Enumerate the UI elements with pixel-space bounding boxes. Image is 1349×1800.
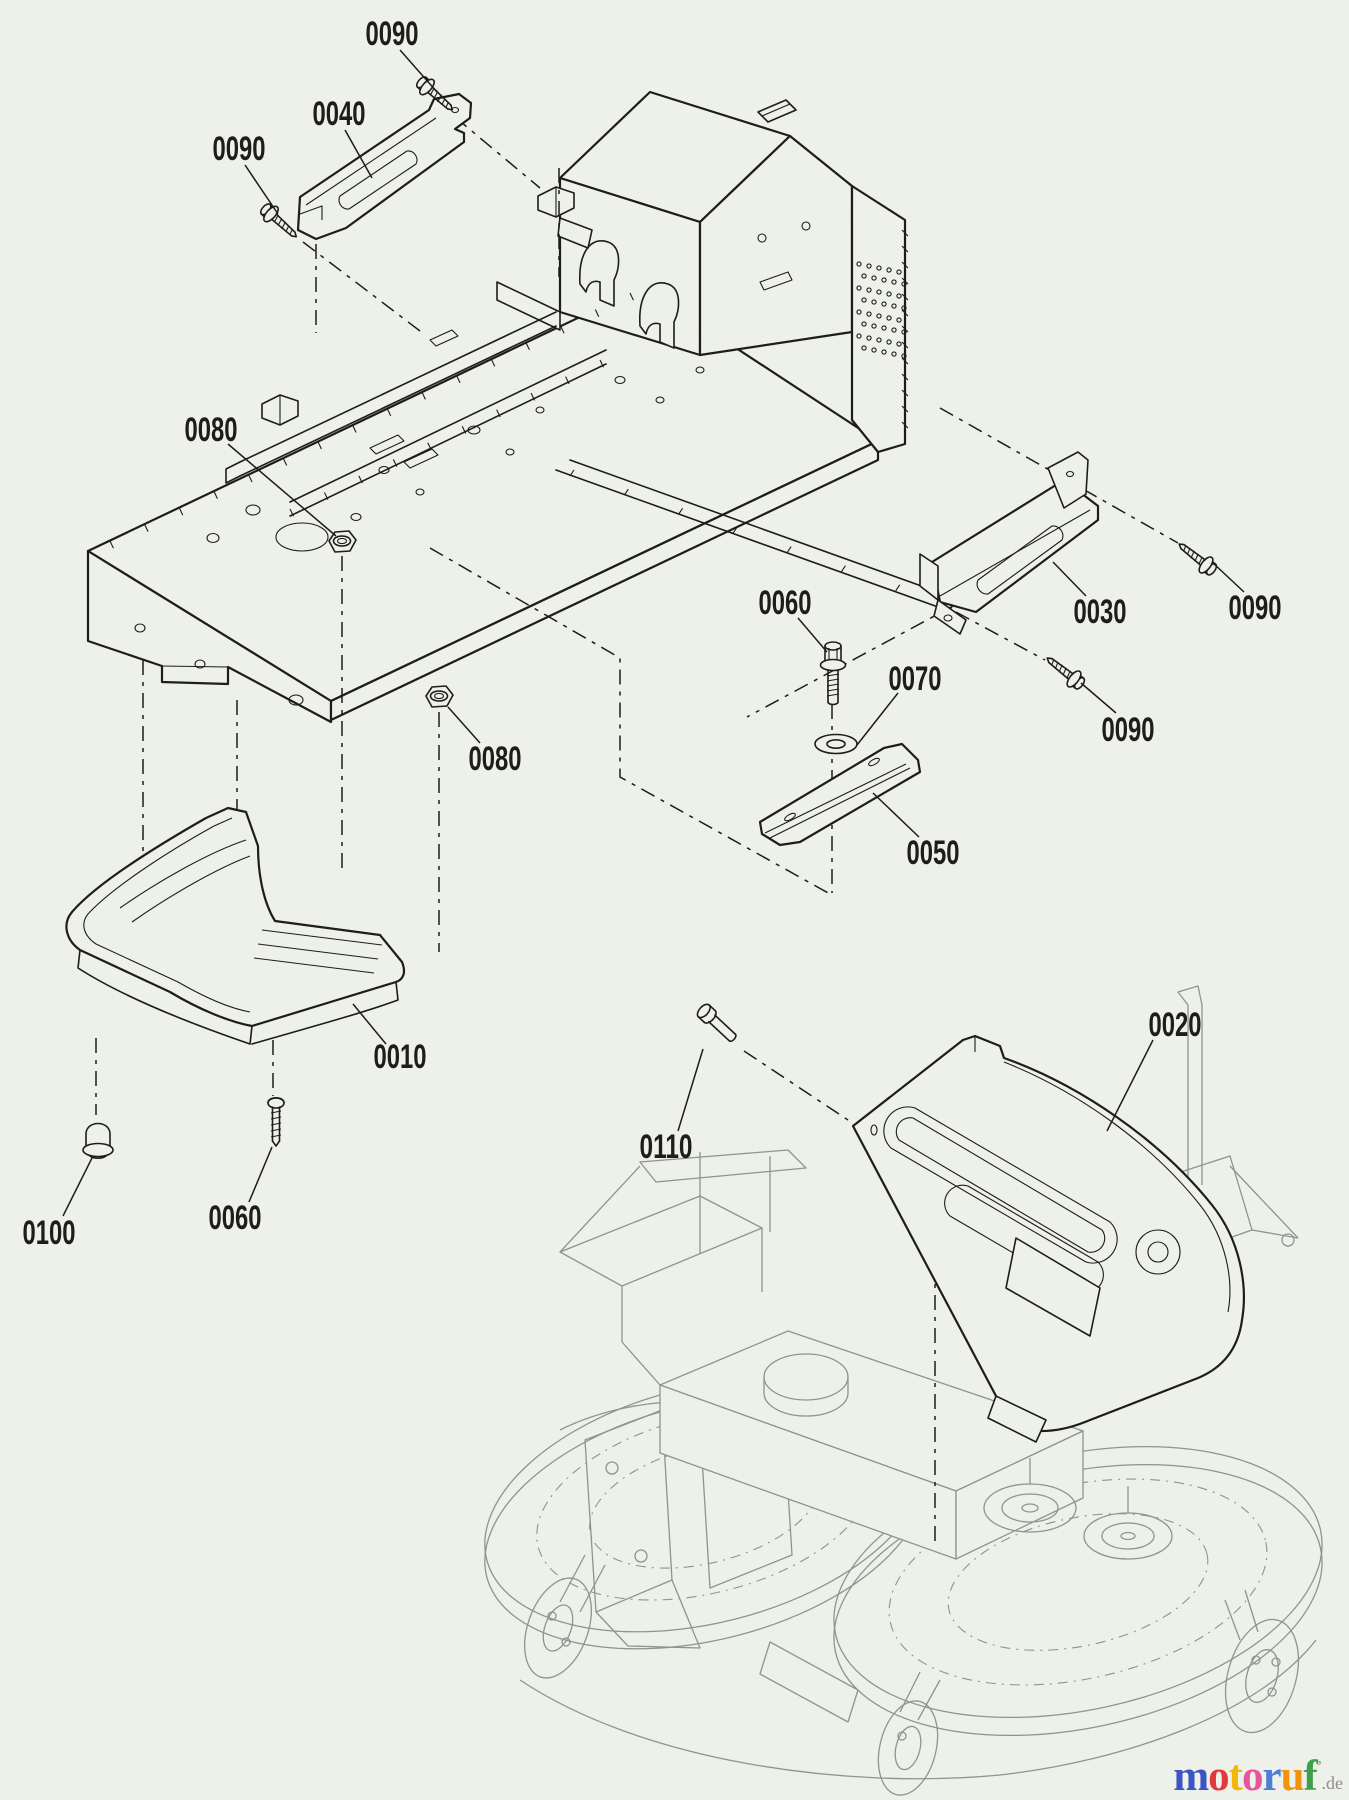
leader-line-0080-lower bbox=[447, 706, 481, 744]
callout-0010: 0010 bbox=[374, 1038, 427, 1076]
leader-line-0110 bbox=[677, 1048, 704, 1132]
leader-line-0090-left bbox=[244, 164, 279, 215]
plug-0100 bbox=[82, 1122, 114, 1159]
chassis-frame bbox=[86, 90, 967, 724]
motoruf-logo[interactable]: motoruf’.de bbox=[1173, 1755, 1343, 1798]
callout-0040: 0040 bbox=[313, 95, 366, 133]
logo-letter: f bbox=[1303, 1753, 1318, 1800]
flank-perforation-holes bbox=[856, 261, 907, 359]
leader-line-0050 bbox=[872, 792, 920, 838]
leader-line-0020 bbox=[1106, 1039, 1154, 1132]
logo-letter: o bbox=[1241, 1753, 1263, 1800]
callout-0080-lower: 0080 bbox=[469, 740, 522, 778]
deck-fuel-cap bbox=[763, 1353, 849, 1401]
leader-line-0060-screw bbox=[248, 1146, 273, 1203]
deck-caster-center bbox=[877, 1671, 941, 1796]
bracket-0030 bbox=[919, 451, 1100, 635]
callout-0060-screw: 0060 bbox=[209, 1199, 262, 1237]
leader-line-0010 bbox=[352, 1003, 387, 1045]
callout-0110: 0110 bbox=[640, 1128, 693, 1166]
callout-0090-top: 0090 bbox=[366, 15, 419, 53]
screw-0060-lower bbox=[267, 1096, 285, 1147]
bracket-0040 bbox=[296, 92, 473, 241]
callout-0030: 0030 bbox=[1074, 593, 1127, 631]
screw-0090-right-lower bbox=[1040, 649, 1089, 694]
leader-line-0090-right-upper bbox=[1212, 562, 1245, 593]
seam-hatching bbox=[109, 229, 955, 611]
callout-0070: 0070 bbox=[889, 660, 942, 698]
logo-letter: r bbox=[1262, 1753, 1281, 1800]
washer-0070 bbox=[814, 733, 858, 755]
deck-caster-left bbox=[524, 1554, 606, 1679]
leader-line-0090-right-lower bbox=[1080, 682, 1117, 714]
bolt-0060 bbox=[819, 641, 847, 706]
callout-0080-upper: 0080 bbox=[185, 411, 238, 449]
deck-caster-right bbox=[1224, 1589, 1300, 1734]
mower-deck-drawing bbox=[484, 985, 1323, 1796]
callout-0100: 0100 bbox=[23, 1214, 76, 1252]
logo-letter: u bbox=[1280, 1753, 1305, 1800]
frame-rear-tower bbox=[109, 90, 955, 611]
leader-line-0060-bolt bbox=[797, 617, 828, 653]
logo-letter: o bbox=[1208, 1753, 1229, 1800]
leader-line-0040 bbox=[344, 129, 373, 179]
logo-letter: t bbox=[1228, 1753, 1243, 1800]
callout-0090-right-lower: 0090 bbox=[1102, 711, 1155, 749]
leader-line-0100 bbox=[62, 1157, 93, 1217]
assembly-axis-lines bbox=[95, 116, 1179, 1545]
leader-line-0090-top bbox=[399, 49, 438, 93]
screw-0090-left bbox=[256, 199, 304, 245]
pin-0110 bbox=[696, 1003, 737, 1043]
leader-line-0070 bbox=[856, 692, 899, 746]
callout-0090-right-upper: 0090 bbox=[1229, 589, 1282, 627]
callout-0090-left: 0090 bbox=[213, 130, 266, 168]
plate-0050 bbox=[758, 742, 922, 847]
leader-line-0030 bbox=[1052, 561, 1087, 597]
logo-letter: m bbox=[1173, 1753, 1209, 1800]
callout-0050: 0050 bbox=[907, 834, 960, 872]
cover-0020 bbox=[851, 1034, 1245, 1443]
logo-trademark-tick: ’ bbox=[1316, 1757, 1323, 1776]
logo-domain-suffix: .de bbox=[1321, 1773, 1344, 1793]
callout-0020: 0020 bbox=[1149, 1006, 1202, 1044]
callout-0060-bolt: 0060 bbox=[759, 584, 812, 622]
pan-0010 bbox=[65, 806, 406, 1045]
callout-labels: 0090 0040 0090 0080 0060 0030 0090 0070 0090 0080… bbox=[23, 15, 1282, 1252]
nut-0080-lower bbox=[425, 685, 454, 708]
leader-line-0080-upper bbox=[227, 443, 337, 537]
screw-0090-right-upper bbox=[1172, 535, 1221, 580]
